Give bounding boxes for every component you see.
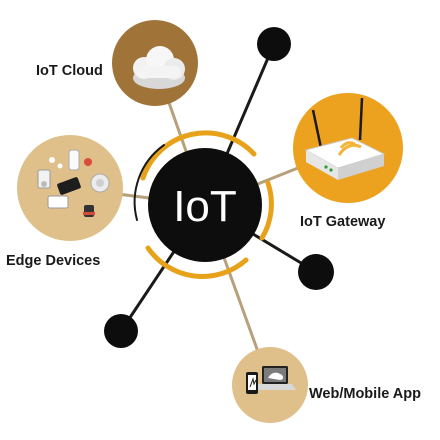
router-icon — [304, 97, 386, 180]
dot-bottom-left — [104, 314, 138, 348]
cloud-icon — [133, 46, 185, 89]
node-cloud-label: IoT Cloud — [36, 63, 103, 79]
ring-arc-lower — [145, 245, 249, 279]
node-cloud[interactable] — [112, 20, 198, 106]
hub-ring — [133, 130, 274, 279]
phone-laptop-icon — [246, 366, 296, 394]
dot-top-right — [257, 27, 291, 61]
dot-right — [298, 254, 334, 290]
ring-arc-thin — [133, 144, 165, 221]
ring-arc-right — [259, 180, 274, 241]
node-edge[interactable] — [17, 135, 123, 241]
devices-icon — [37, 149, 110, 217]
ring-arc-upper — [140, 130, 257, 181]
hub-circle — [148, 148, 262, 262]
node-web-label: Web/Mobile App — [309, 386, 421, 402]
node-gateway-label: IoT Gateway — [300, 214, 386, 230]
node-web[interactable] — [232, 347, 308, 423]
hub-title: IoT — [173, 182, 237, 231]
node-edge-label: Edge Devices — [6, 253, 101, 269]
node-gateway[interactable] — [293, 93, 403, 203]
